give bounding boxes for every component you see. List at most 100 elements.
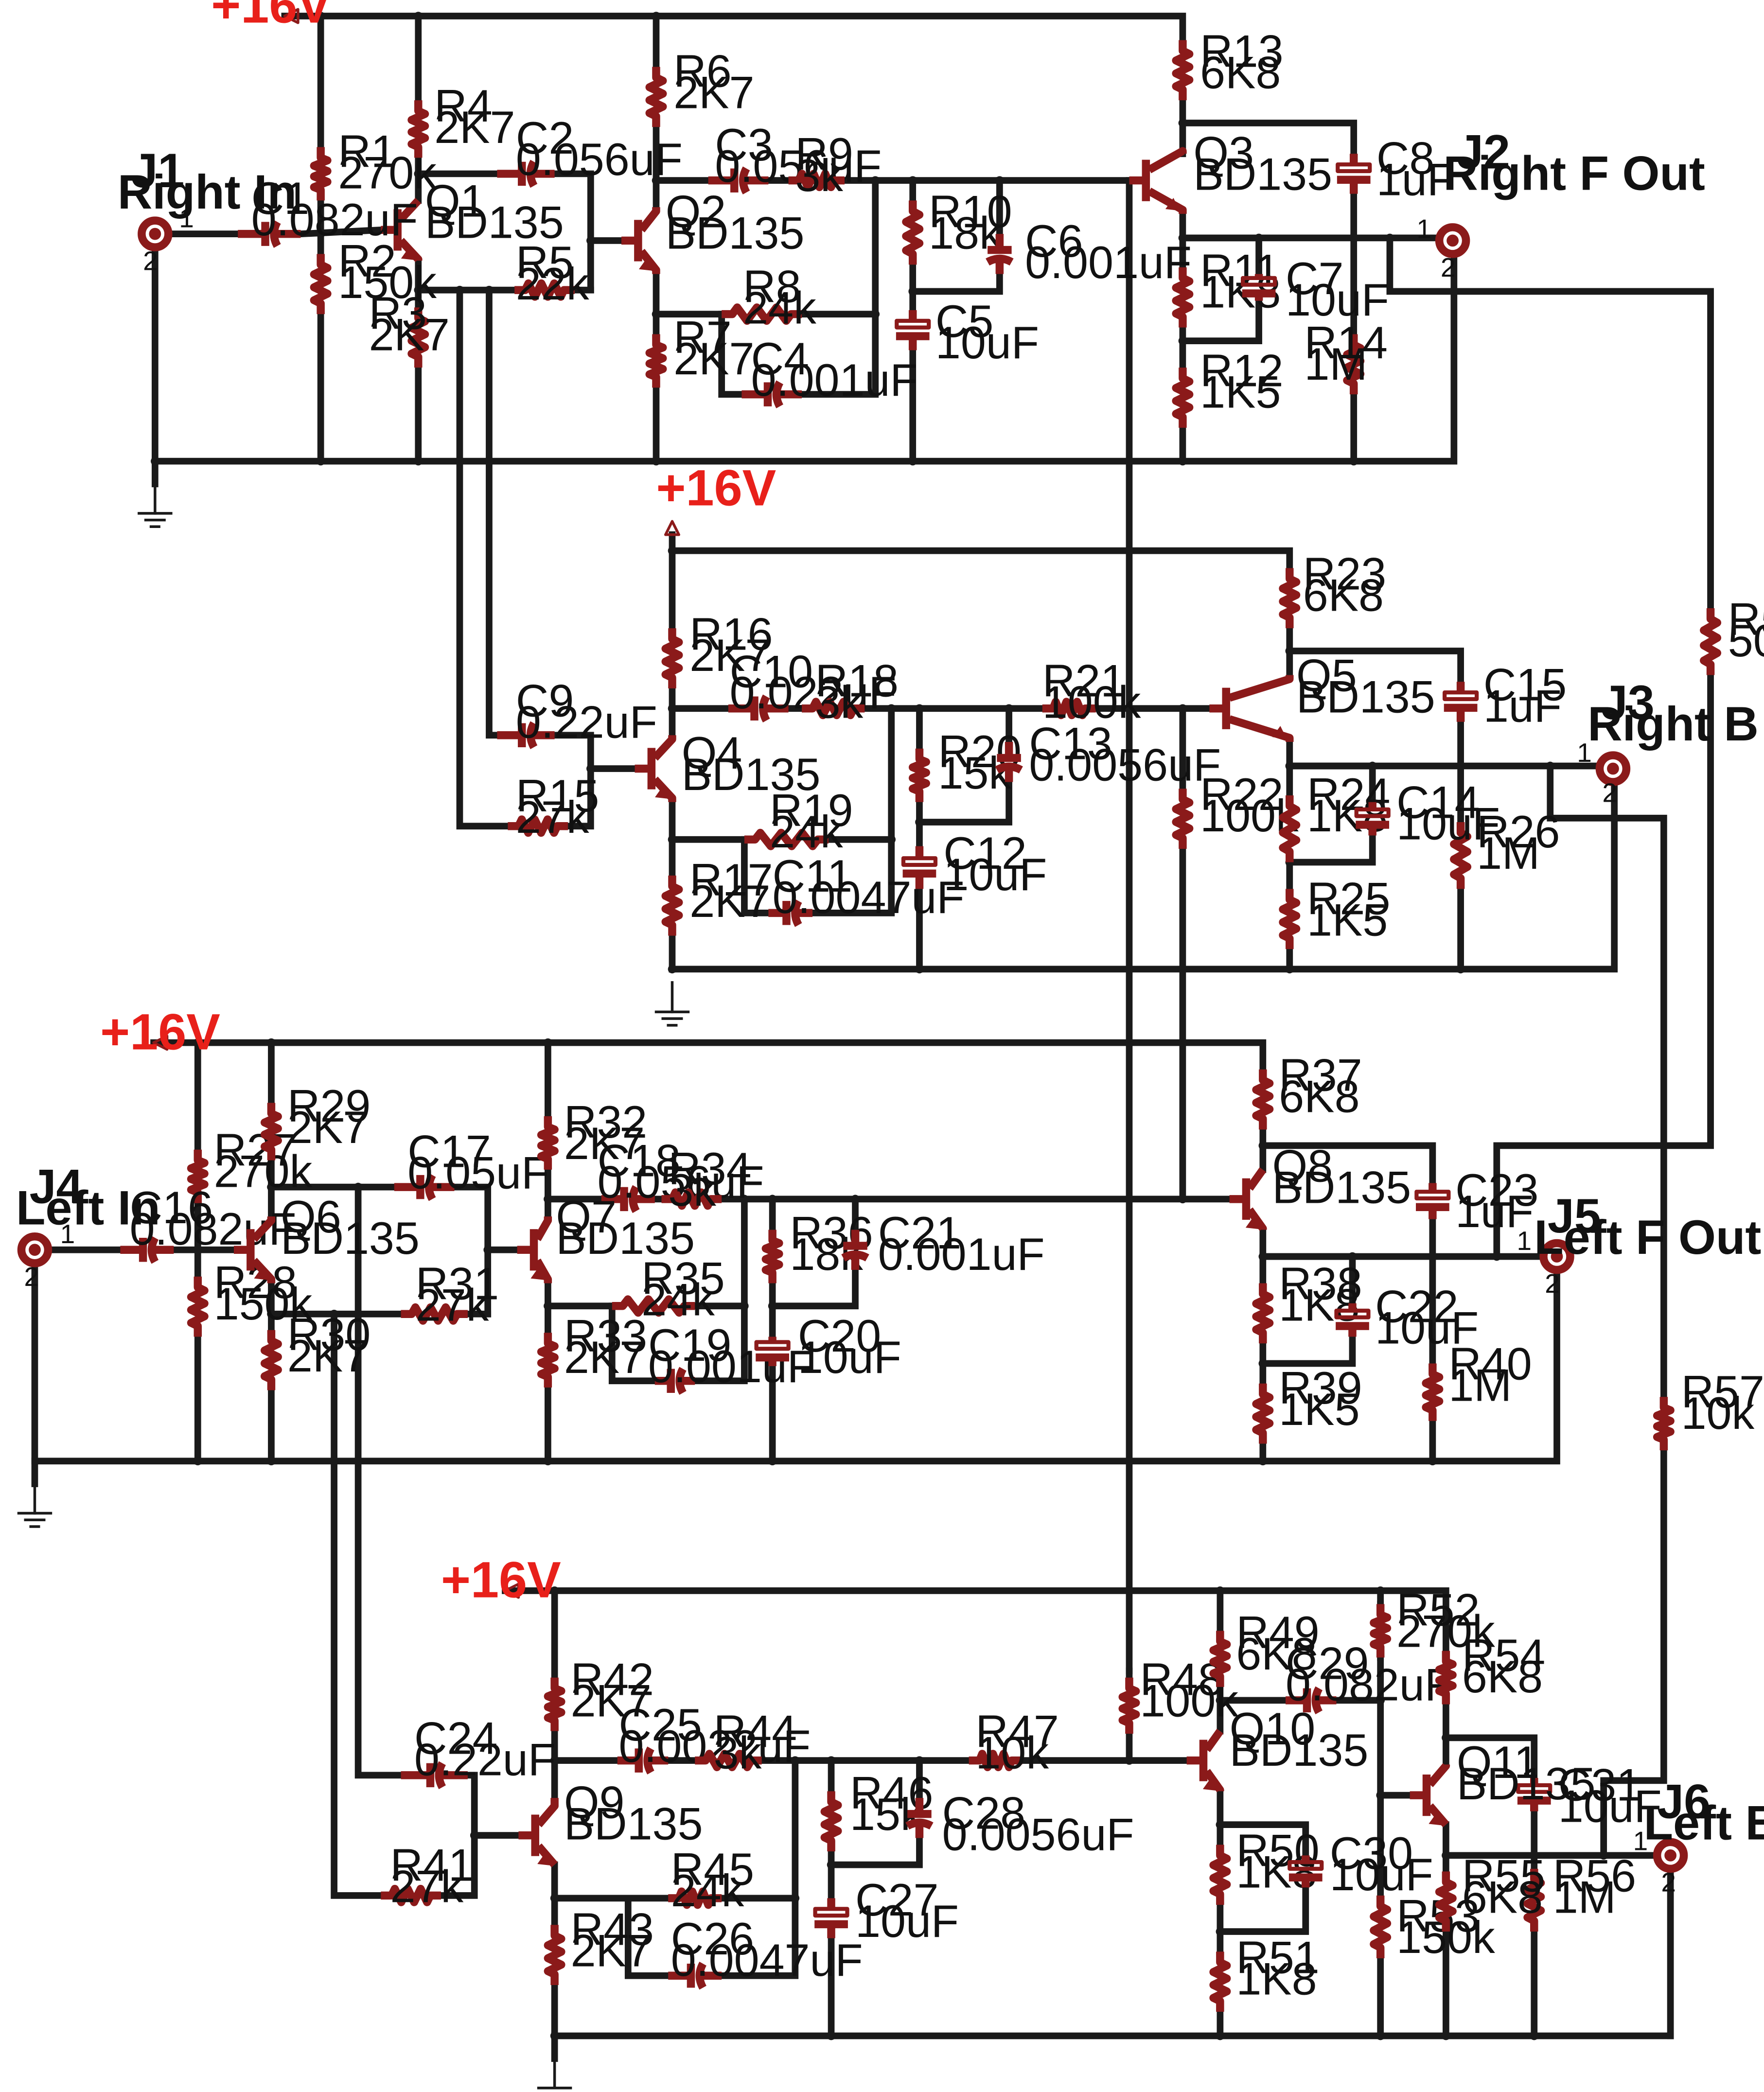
wire: [798, 311, 879, 398]
resistor-value: 1M: [1305, 338, 1368, 389]
connector-name: Right B Out: [1588, 697, 1764, 751]
junction-dot: [1530, 1851, 1539, 1860]
resistor-ref: R21: [1042, 655, 1126, 706]
transistor-value: BD135: [425, 196, 564, 247]
resistor-value: 1M: [1448, 1359, 1512, 1410]
junction-dot: [1530, 2031, 1539, 2040]
junction-dot: [1258, 1359, 1268, 1368]
resistor-value: 6K8: [1200, 47, 1281, 98]
resistor-ref: R39: [1279, 1362, 1362, 1413]
junction-dot: [768, 1301, 777, 1311]
junction-dot: [1285, 647, 1294, 655]
junction-dot: [470, 1831, 479, 1840]
junction-dot: [871, 310, 880, 318]
junction-dot: [1456, 965, 1465, 974]
wire: [809, 836, 895, 916]
junction-dot: [1376, 1586, 1385, 1595]
junction-dot: [1442, 1733, 1450, 1742]
capacitor-ref: C21: [878, 1207, 961, 1258]
resistor-value: 27k: [516, 791, 589, 843]
capacitor-value: 10uF: [943, 849, 1047, 900]
wire: [1259, 1333, 1356, 1367]
transistor-value: BD135: [556, 1213, 695, 1264]
resistor-value: 24k: [671, 1865, 744, 1916]
wires: [31, 13, 1714, 2062]
capacitor-value: 0.0047uF: [671, 1934, 863, 1986]
junction-dot: [740, 1301, 749, 1311]
junction-dot: [827, 1860, 836, 1869]
capacitor-ref: C17: [407, 1125, 491, 1177]
pin-number: 2: [1545, 1268, 1560, 1299]
resistor-value: 2K7: [369, 309, 450, 360]
junction-dot: [550, 2031, 559, 2040]
wire: [1377, 1587, 1449, 1654]
resistor-value: 24k: [770, 806, 843, 857]
transistor-ref: Q3: [1193, 127, 1254, 178]
wire: [564, 765, 594, 830]
capacitor-c3: C30.056uF: [708, 119, 882, 194]
capacitor-value: 1uF: [1455, 1186, 1534, 1237]
wire: [331, 1310, 385, 1899]
capacitor-value: 0.22uF: [414, 1734, 556, 1785]
resistor-value: 24k: [743, 282, 816, 333]
resistor-ref: R37: [1279, 1050, 1362, 1101]
junction-dot: [267, 1309, 276, 1318]
junction-dot: [193, 1457, 202, 1466]
junction-dot: [791, 1894, 800, 1903]
junction-dot: [768, 1195, 777, 1204]
junction-dot: [544, 1301, 552, 1311]
junction-dot: [1428, 1457, 1437, 1466]
resistor-value: 100k: [1042, 676, 1141, 727]
resistor-value: 22k: [516, 258, 589, 309]
wire: [669, 547, 1293, 572]
junction-dot: [827, 2031, 836, 2040]
junction-dot: [151, 457, 159, 466]
wire: [151, 250, 1458, 465]
resistor-value: 27k: [416, 1280, 489, 1331]
resistor-value: 27k: [390, 1861, 464, 1912]
junction-dot: [791, 1756, 800, 1765]
capacitor-value: 10uF: [935, 317, 1039, 368]
junction-dot: [1178, 336, 1187, 345]
junction-dot: [1348, 1252, 1357, 1261]
supply-arrow: +16V: [100, 1003, 220, 1060]
junction-dot: [316, 12, 325, 20]
connector-ref: J3: [1601, 675, 1655, 729]
junction-dot: [1385, 233, 1394, 243]
junction-dot: [193, 1246, 202, 1254]
junction-dot: [1456, 761, 1465, 771]
junction-dot: [1178, 457, 1187, 466]
capacitor-ref: C30: [1330, 1828, 1413, 1879]
resistor-value: 6K8: [1236, 1628, 1317, 1679]
junction-dot: [652, 176, 661, 185]
junction-dot: [316, 457, 325, 466]
resistor-ref: R6: [673, 46, 731, 97]
resistor-ref: R42: [571, 1653, 654, 1705]
connector-name: Right F Out: [1443, 146, 1705, 200]
resistor-ref: R55: [1462, 1850, 1545, 1901]
pin-number: 2: [143, 246, 158, 276]
junction-dot: [851, 1195, 860, 1204]
pin-number: 2: [1661, 1867, 1676, 1898]
wire: [669, 778, 1618, 973]
junction-dot: [768, 1457, 777, 1466]
pin-number: 1: [1577, 738, 1592, 768]
